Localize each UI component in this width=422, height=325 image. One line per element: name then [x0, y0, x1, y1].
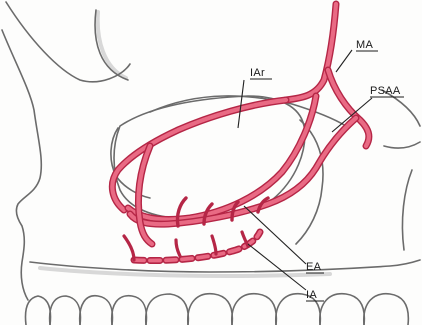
posterior-skull [382, 90, 420, 148]
tooth [26, 296, 51, 325]
alveolar-twig [212, 236, 216, 254]
teeth-row [26, 294, 409, 325]
alveolar-twig [176, 240, 180, 256]
tooth [146, 294, 189, 325]
leader-ea [244, 206, 306, 264]
label-psaa: PSAA [370, 85, 401, 97]
alveolar-twig [124, 236, 134, 260]
tooth [50, 296, 81, 325]
label-ea: EA [306, 261, 322, 273]
leader-lines [238, 50, 372, 290]
leader-ia [248, 244, 306, 290]
maxillary-artery-lumen [286, 4, 336, 100]
tooth [188, 294, 233, 325]
label-ma: MA [356, 39, 373, 51]
orbit-shading [98, 12, 126, 78]
label-ia: IA [306, 289, 317, 301]
ramus-edge [402, 170, 412, 250]
tooth [80, 296, 113, 325]
tooth [232, 294, 277, 325]
leader-iar [238, 80, 244, 128]
tooth [112, 296, 147, 325]
posterior-superior-alveolar-artery-lumen [328, 70, 369, 146]
label-iar: IAr [250, 67, 265, 79]
tooth [364, 294, 409, 325]
leader-ma [336, 50, 352, 72]
nasal-profile [2, 30, 41, 300]
tooth [320, 294, 365, 325]
arteries [112, 4, 369, 261]
